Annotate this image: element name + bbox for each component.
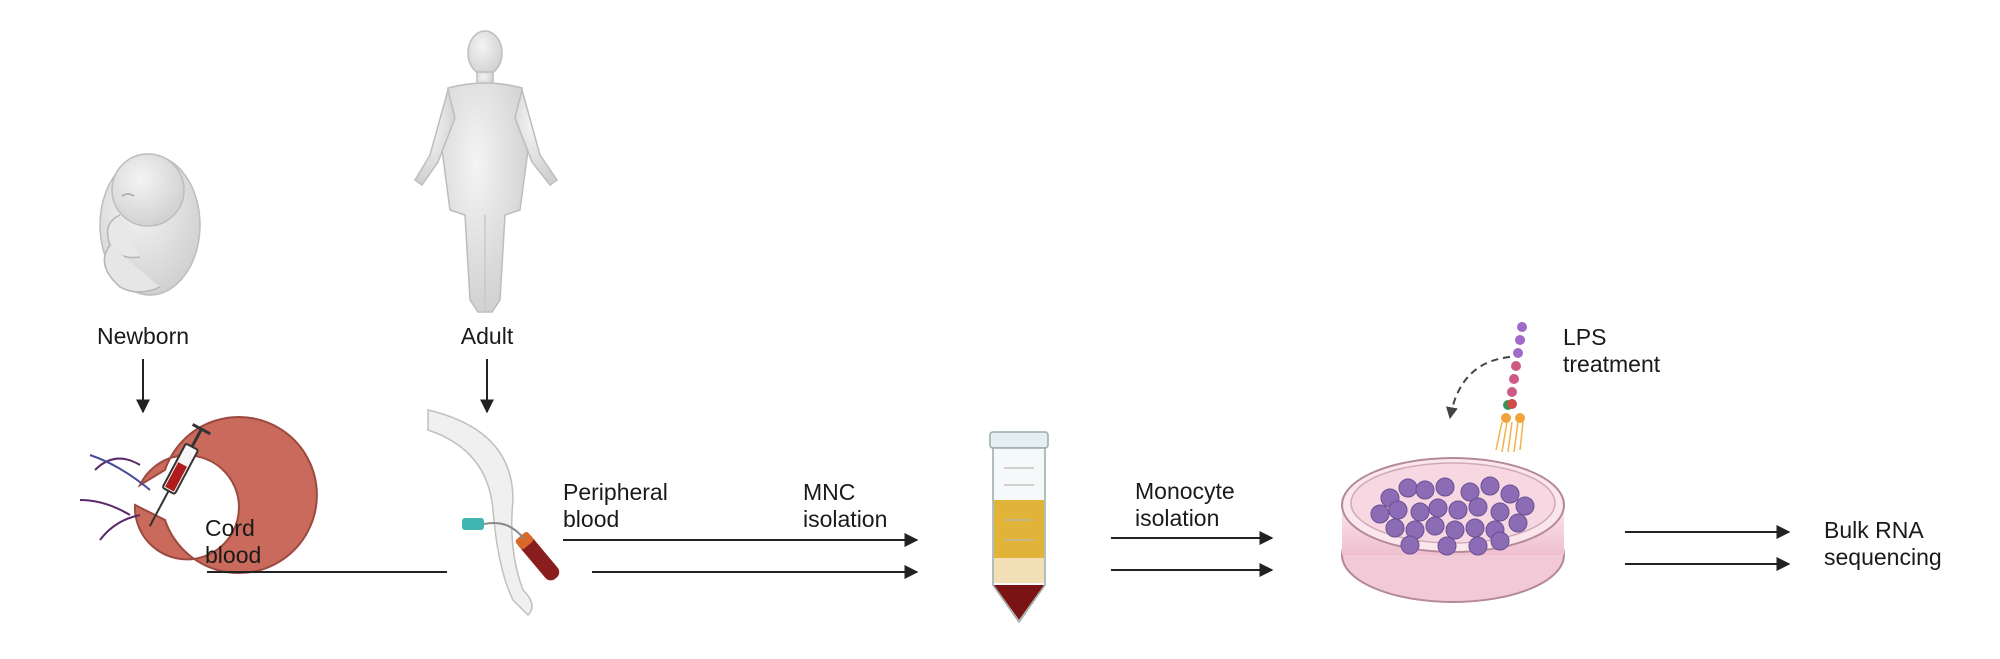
placenta-syringe-icon <box>79 416 318 574</box>
lps-dashed-arrow <box>1445 356 1511 420</box>
monocyte-isolation-line-1: Monocyte <box>1135 478 1235 504</box>
bulk-rna-sequencing-label: Bulk RNA sequencing <box>1824 517 1942 571</box>
newborn-label: Newborn <box>96 323 190 349</box>
cord-blood-line-2: blood <box>205 542 262 568</box>
centrifuge-tube-icon <box>989 431 1049 624</box>
lps-treatment-label: LPS treatment <box>1563 324 1660 378</box>
fetus-icon <box>99 153 201 296</box>
adult-label: Adult <box>460 323 514 349</box>
cord-blood-label: Cord blood <box>205 515 261 569</box>
mnc-isolation-label: MNC isolation <box>803 479 887 533</box>
petri-dish-cells-icon <box>1341 457 1565 603</box>
human-body-icon <box>414 30 559 313</box>
arm-blood-draw-icon <box>427 409 560 617</box>
lps-treatment-line-2: treatment <box>1563 351 1661 377</box>
lps-treatment-line-1: LPS <box>1563 324 1607 350</box>
peripheral-blood-label: Peripheral blood <box>563 479 668 533</box>
bulk-rna-sequencing-line-2: sequencing <box>1824 544 1942 570</box>
mnc-isolation-line-1: MNC <box>803 479 856 505</box>
cord-blood-line-1: Cord <box>205 515 255 541</box>
monocyte-isolation-line-2: isolation <box>1135 505 1220 531</box>
mnc-isolation-line-2: isolation <box>803 506 888 532</box>
peripheral-blood-line-1: Peripheral <box>563 479 668 505</box>
peripheral-blood-line-2: blood <box>563 506 620 532</box>
monocyte-isolation-label: Monocyte isolation <box>1135 478 1235 532</box>
bulk-rna-sequencing-line-1: Bulk RNA <box>1824 517 1924 543</box>
lps-molecule-icon <box>1495 322 1527 453</box>
